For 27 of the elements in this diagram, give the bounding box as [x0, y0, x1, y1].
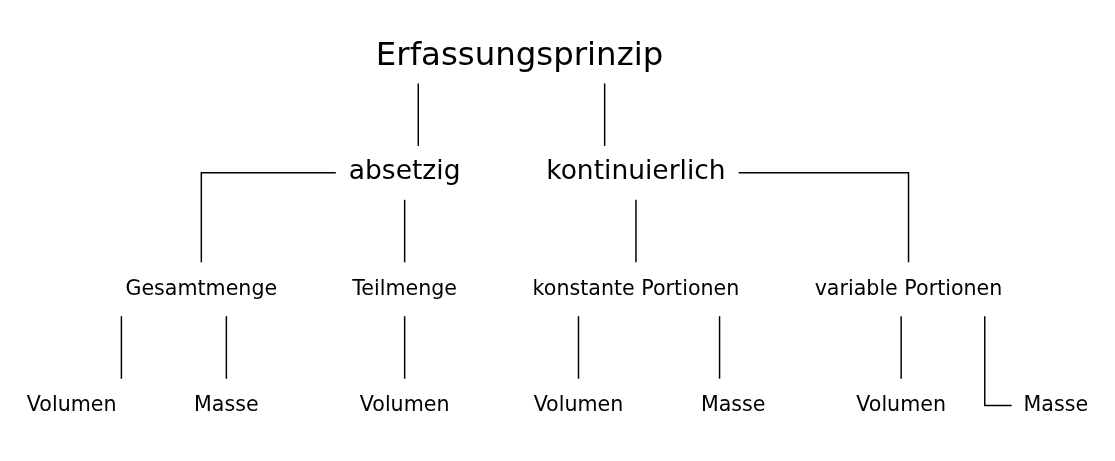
connector	[718, 314, 721, 379]
node-text: Masse	[1023, 391, 1089, 416]
connector	[900, 314, 902, 379]
node-text: Teilmenge	[352, 275, 458, 300]
node-text: absetzig	[348, 153, 461, 185]
node-text: Volumen	[533, 391, 624, 416]
connector	[417, 82, 419, 147]
connector	[200, 171, 337, 263]
node-text: Erfassungsprinzip	[375, 34, 664, 73]
node-text: Masse	[700, 391, 766, 416]
connector	[737, 171, 910, 263]
connector	[225, 314, 228, 379]
node-text: konstante Portionen	[532, 275, 740, 300]
connector	[635, 198, 637, 263]
connector	[403, 198, 406, 263]
connector	[120, 314, 123, 379]
connector	[577, 314, 580, 379]
node-text: Volumen	[359, 391, 450, 416]
node-text: Masse	[194, 391, 259, 416]
node-text: Volumen	[856, 391, 947, 416]
node-text: Volumen	[26, 391, 117, 416]
connector	[603, 82, 606, 147]
node-text: variable Portionen	[814, 275, 1003, 300]
node-text: kontinuierlich	[546, 153, 726, 185]
connector	[984, 314, 1013, 406]
connector	[403, 314, 406, 379]
node-text: Gesamtmenge	[125, 275, 278, 300]
